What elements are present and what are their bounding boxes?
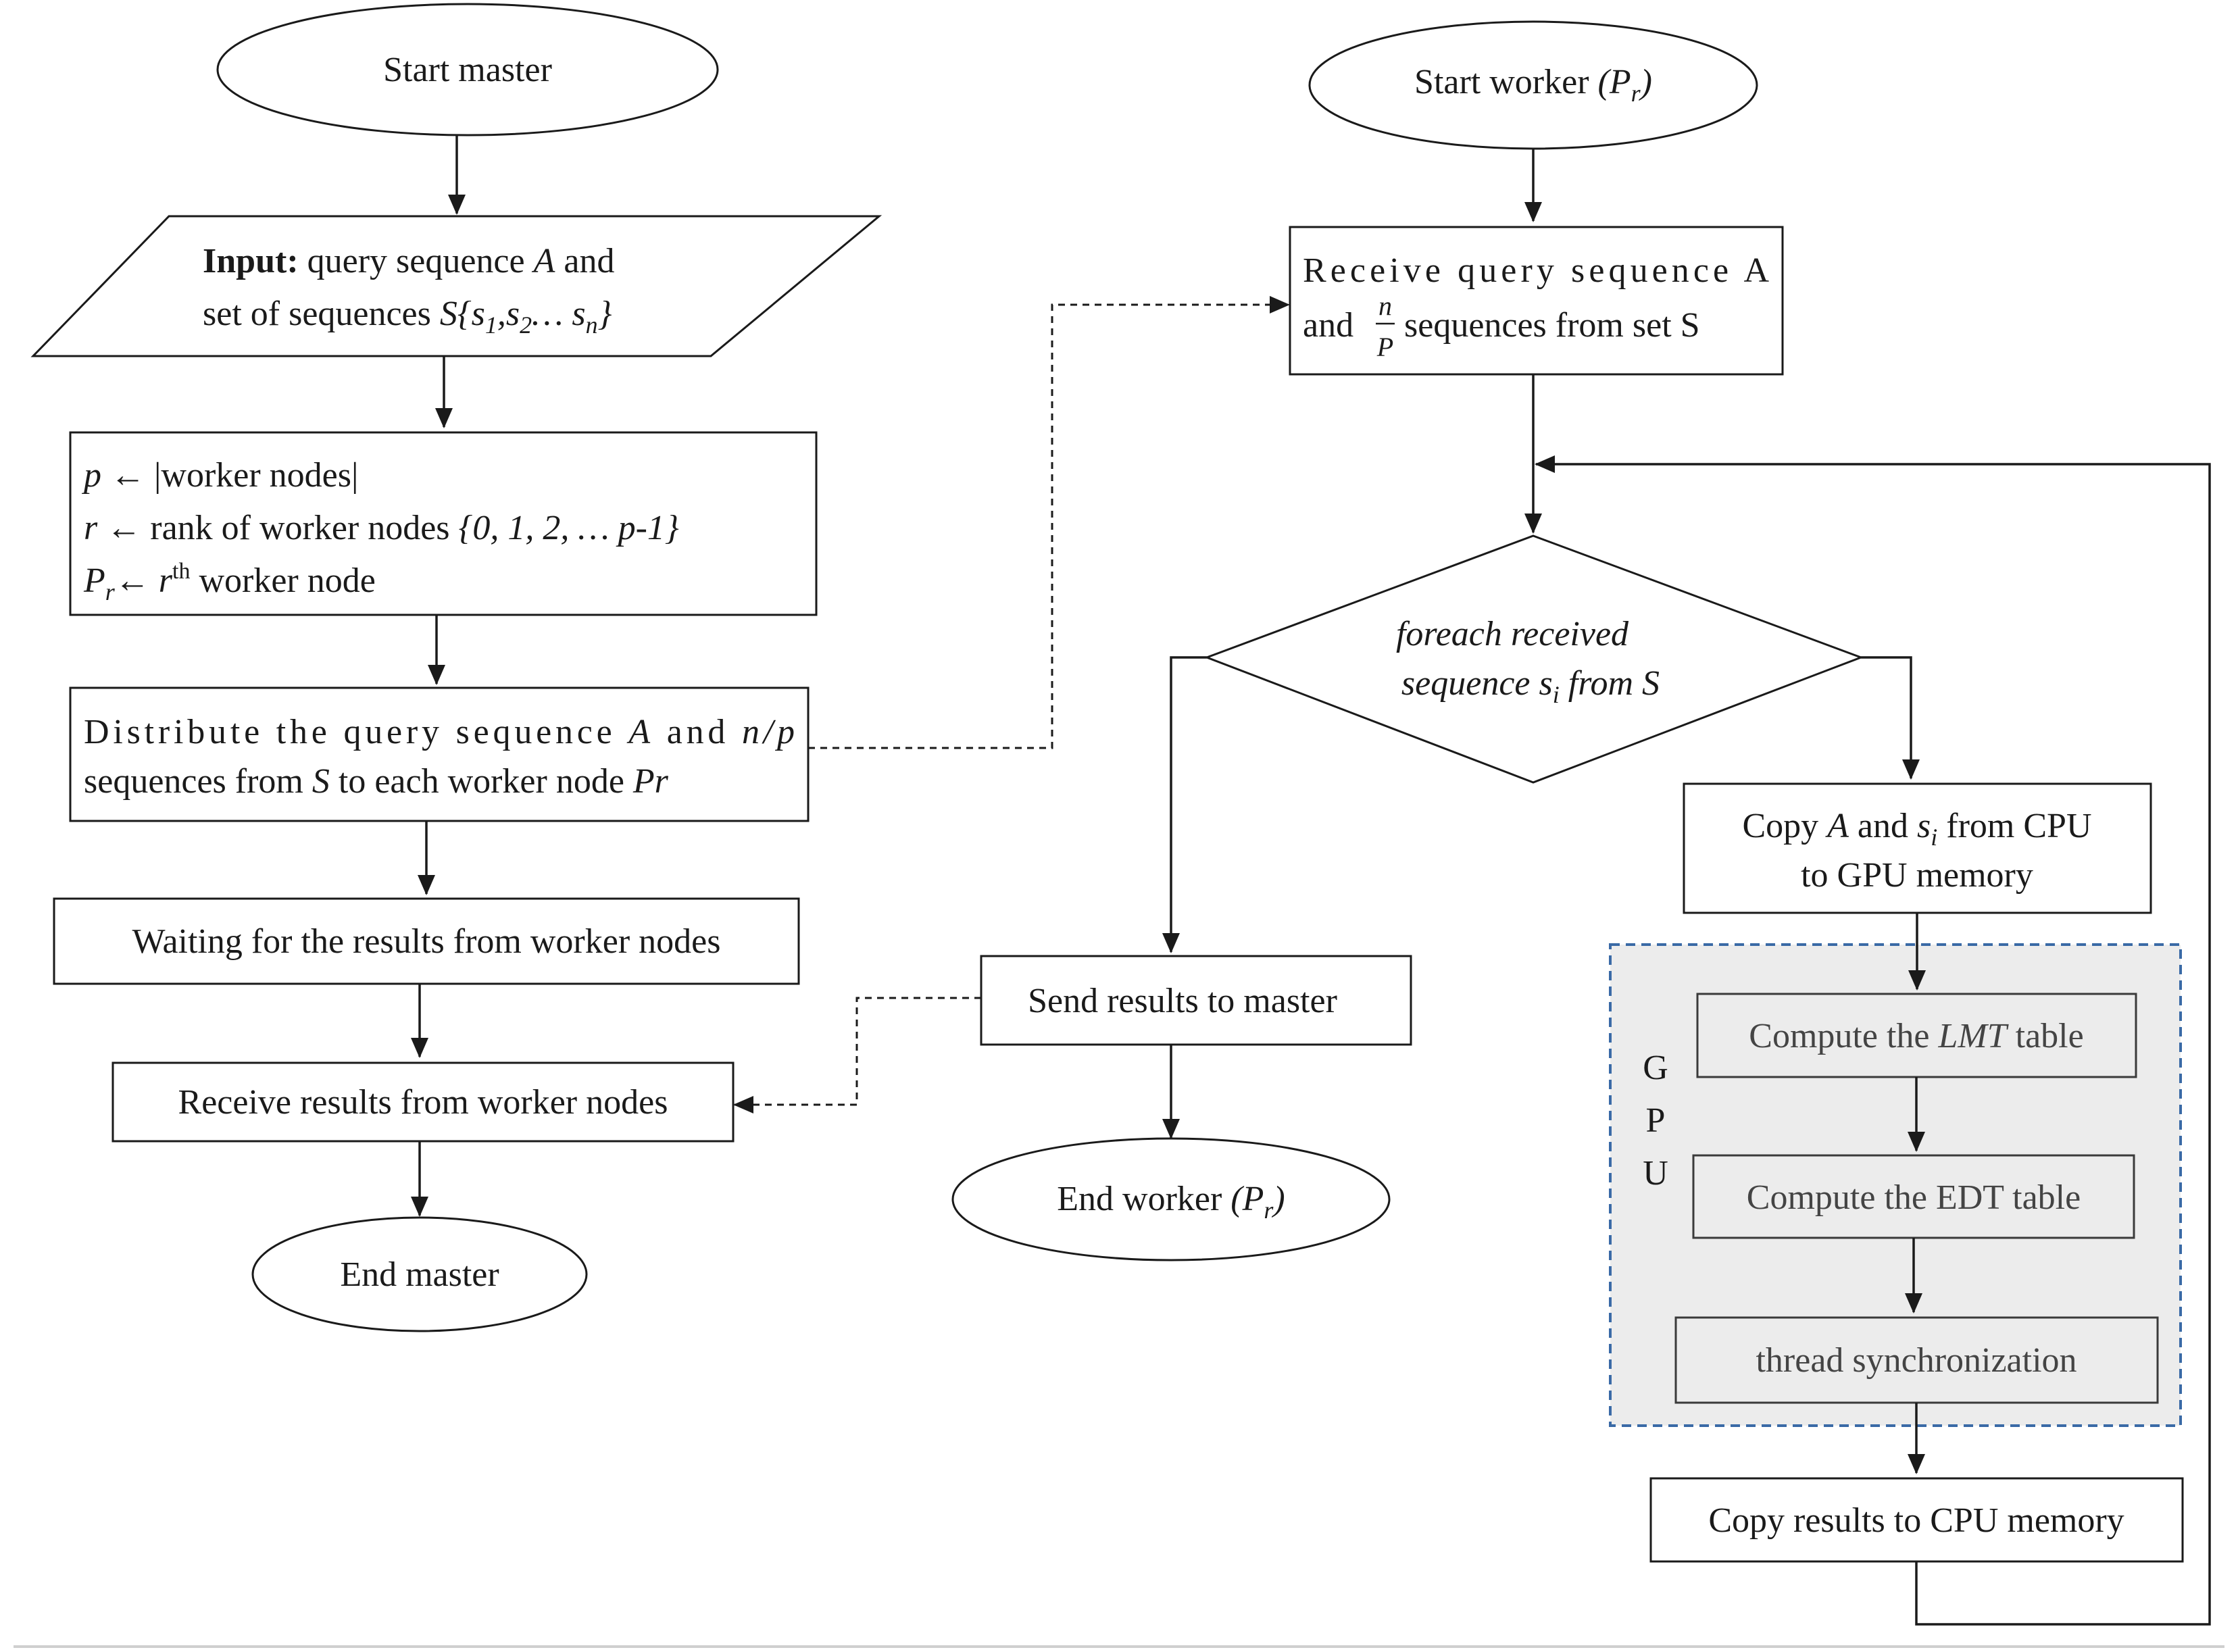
worker-receive-frac-den: P [1376,332,1393,362]
compute-lmt-node: Compute the LMT table [1696,993,2137,1078]
assign-node: p ← |worker nodes| r ← rank of worker no… [69,431,818,616]
input-line-2: set of sequences S{s1,s2… sn} [203,295,612,339]
worker-receive-line-2b: sequences from set S [1404,306,1700,345]
foreach-line-1: foreach received [1396,615,1629,653]
input-node: Input: query sequence A and set of seque… [30,215,882,357]
receive-results-node: Receive results from worker nodes [111,1061,735,1143]
copy-to-cpu-label: Copy results to CPU memory [1708,1501,2124,1540]
send-results-node: Send results to master [980,955,1412,1046]
compute-edt-label: Compute the EDT table [1747,1178,2081,1217]
worker-start-label: Start worker (Pr) [1414,63,1652,107]
thread-sync-label: thread synchronization [1756,1341,2077,1380]
copy-to-gpu-line-1: Copy A and si from CPU [1742,807,2091,851]
assign-line-p: p ← |worker nodes| [81,456,358,495]
send-results-label: Send results to master [1028,982,1337,1020]
waiting-label: Waiting for the results from worker node… [132,922,721,961]
copy-to-gpu-line-2: to GPU memory [1801,856,2033,895]
worker-receive-line-1: Receive query sequence A [1303,251,1769,290]
thread-sync-node: thread synchronization [1674,1316,2159,1404]
master-start-label: Start master [383,51,552,89]
gpu-label-g: G [1643,1049,1668,1087]
assign-line-r: r ← rank of worker nodes {0, 1, 2, … p-1… [84,509,679,547]
distribute-to-worker-dashed-arrow [808,296,1290,749]
worker-receive-frac-num: n [1378,291,1392,321]
worker-start-node: Start worker (Pr) [1308,20,1758,150]
master-start-node: Start master [216,3,719,136]
distribute-line-2: sequences from S to each worker node Pr [84,762,669,801]
foreach-decision-node: foreach received sequence si from S [1203,534,1864,784]
waiting-node: Waiting for the results from worker node… [53,897,800,985]
compute-lmt-label: Compute the LMT table [1749,1017,2083,1055]
distribute-line-1: Distribute the query sequence A and n/p [84,713,795,751]
assign-line-pr: Pr← rth worker node [83,559,376,605]
gpu-label-u: U [1643,1154,1668,1193]
copy-to-gpu-node: Copy A and si from CPU to GPU memory [1683,782,2152,914]
compute-edt-node: Compute the EDT table [1692,1154,2135,1239]
master-end-node: End master [251,1216,588,1332]
worker-end-node: End worker (Pr) [951,1137,1391,1261]
input-line-1: Input: query sequence A and [203,242,614,280]
worker-receive-line-2: and [1303,306,1353,345]
send-to-master-dashed-arrow [733,997,981,1113]
copy-to-cpu-node: Copy results to CPU memory [1649,1477,2184,1563]
gpu-label-p: P [1646,1101,1666,1140]
foreach-line-2: sequence si from S [1401,664,1660,708]
worker-end-label: End worker (Pr) [1057,1180,1285,1224]
distribute-node: Distribute the query sequence A and n/p … [69,686,810,822]
receive-results-label: Receive results from worker nodes [178,1083,668,1122]
worker-receive-node: Receive query sequence A and n P sequenc… [1289,226,1784,376]
master-end-label: End master [340,1255,499,1294]
